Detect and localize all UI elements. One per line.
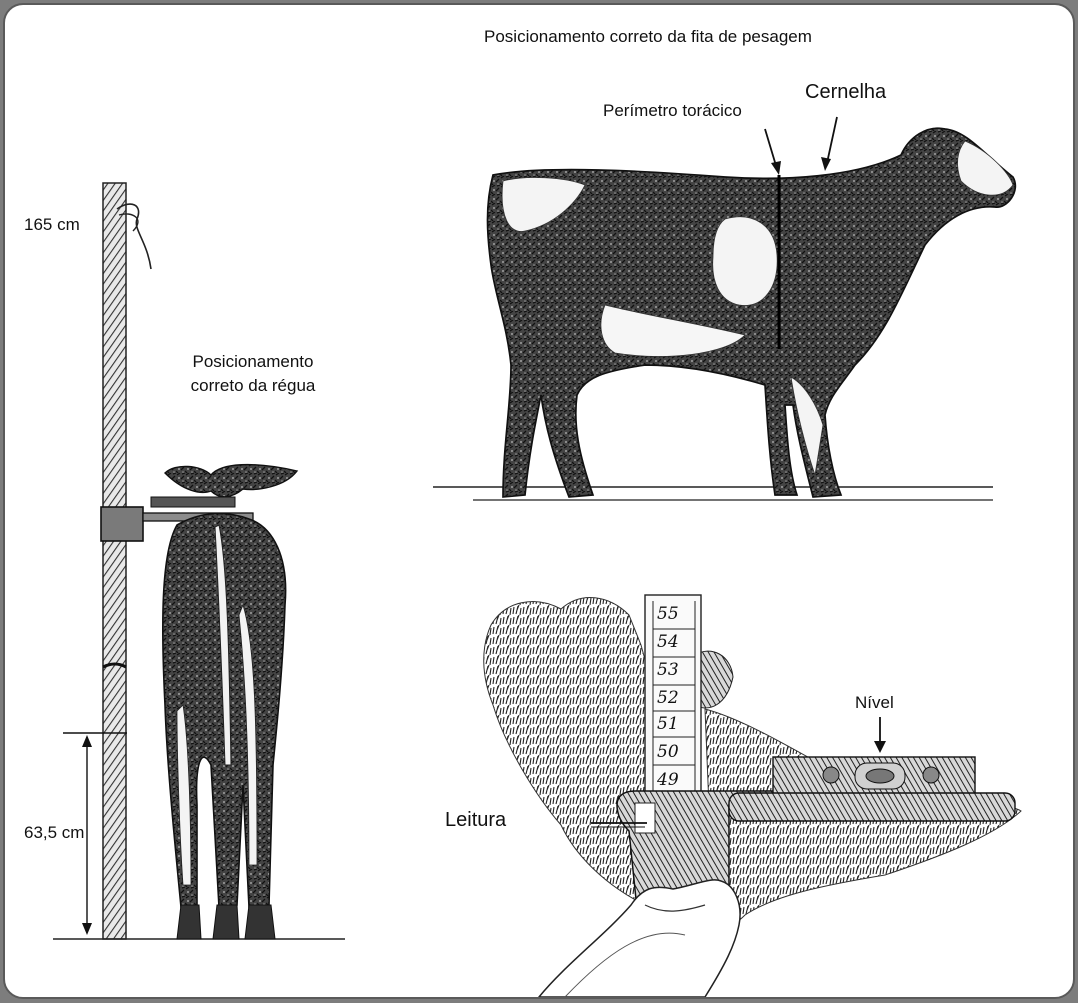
scale-number-55: 55 xyxy=(657,605,679,625)
heart-girth-label: Perímetro torácico xyxy=(603,101,742,121)
illustration-panel: 55 54 53 52 51 50 49 Posicionamento corr… xyxy=(3,3,1075,999)
calf-rear-view xyxy=(163,465,297,939)
scale-number-54: 54 xyxy=(657,633,679,653)
reading-label: Leitura xyxy=(445,809,506,832)
withers-label: Cernelha xyxy=(805,81,886,104)
ruler-reading-detail xyxy=(484,595,1021,997)
cow-side-view xyxy=(433,117,1015,500)
ruler-position-caption: Posicionamento correto da régua xyxy=(163,350,343,398)
height-63-label: 63,5 cm xyxy=(22,823,86,843)
scale-number-50: 50 xyxy=(657,743,679,763)
illustration-svg xyxy=(5,5,1073,997)
level-label: Nível xyxy=(855,693,894,713)
scale-number-51: 51 xyxy=(657,715,679,735)
scale-number-53: 53 xyxy=(657,661,679,681)
tape-position-title: Posicionamento correto da fita de pesage… xyxy=(484,27,812,47)
ruler-position-line-2: correto da régua xyxy=(163,374,343,398)
scale-number-49: 49 xyxy=(657,771,679,791)
height-165-label: 165 cm xyxy=(24,215,80,235)
scale-number-52: 52 xyxy=(657,689,679,709)
ruler-position-line-1: Posicionamento xyxy=(163,350,343,374)
